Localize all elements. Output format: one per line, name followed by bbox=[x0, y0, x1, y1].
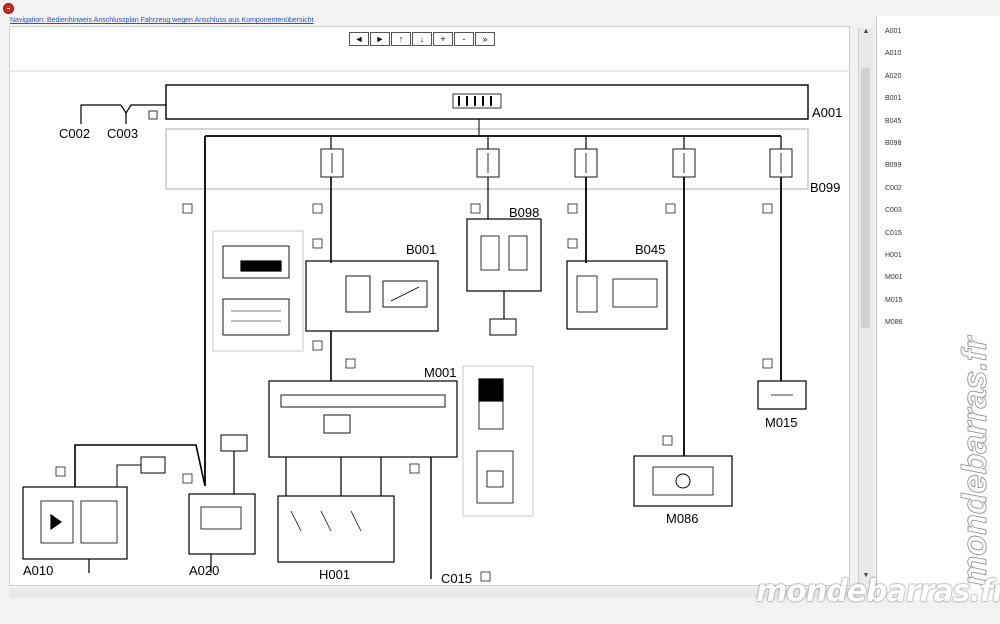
component-item-m086[interactable]: M086 bbox=[885, 319, 903, 327]
up-button[interactable]: ↑ bbox=[391, 32, 411, 46]
component-item-a020[interactable]: A020 bbox=[885, 72, 902, 80]
label-a001: A001 bbox=[812, 105, 842, 120]
label-b045: B045 bbox=[635, 242, 665, 257]
label-c015: C015 bbox=[441, 571, 472, 586]
scroll-up-icon[interactable]: ▲ bbox=[862, 28, 870, 35]
vertical-scrollbar[interactable]: ▲ ▼ bbox=[858, 28, 873, 584]
next-page-button[interactable]: » bbox=[475, 32, 495, 46]
component-item-b099[interactable]: B099 bbox=[885, 162, 902, 170]
component-item-b045[interactable]: B045 bbox=[885, 117, 902, 125]
navigation-link[interactable]: Navigation: Bedienhinweis Anschlussplan … bbox=[10, 17, 314, 24]
watermark-horizontal: mondebarras.fr bbox=[756, 574, 1000, 609]
label-m086: M086 bbox=[666, 511, 699, 526]
component-item-b098[interactable]: B098 bbox=[885, 139, 902, 147]
component-list-panel: A001 A010 A020 B001 B045 B098 B099 C002 … bbox=[876, 16, 1000, 606]
label-b099: B099 bbox=[810, 180, 840, 195]
component-item-a001[interactable]: A001 bbox=[885, 28, 902, 35]
back-button[interactable]: ◄ bbox=[349, 32, 369, 46]
component-item-m015[interactable]: M015 bbox=[885, 296, 903, 304]
label-a010: A010 bbox=[23, 563, 53, 578]
component-item-c003[interactable]: C003 bbox=[885, 207, 902, 215]
zoom-in-button[interactable]: + bbox=[433, 32, 453, 46]
scrollbar-thumb[interactable] bbox=[861, 68, 870, 328]
component-item-b001[interactable]: B001 bbox=[885, 95, 902, 103]
label-b098: B098 bbox=[509, 205, 539, 220]
component-item-h001[interactable]: H001 bbox=[885, 251, 902, 259]
component-item-c015[interactable]: C015 bbox=[885, 229, 902, 237]
label-m015: M015 bbox=[765, 415, 798, 430]
label-b001: B001 bbox=[406, 242, 436, 257]
down-button[interactable]: ↓ bbox=[412, 32, 432, 46]
label-m001: M001 bbox=[424, 365, 457, 380]
wiring-diagram-canvas: C002 C003 A001 B099 B001 B098 B045 M001 … bbox=[9, 26, 850, 586]
watermark-vertical: mondebarras.fr bbox=[956, 334, 995, 586]
wiring-diagram: C002 C003 A001 B099 B001 B098 B045 M001 … bbox=[10, 70, 849, 586]
component-item-c002[interactable]: C002 bbox=[885, 184, 902, 192]
forward-button[interactable]: ► bbox=[370, 32, 390, 46]
horizontal-scrollbar[interactable] bbox=[9, 588, 858, 598]
component-list: A001 A010 A020 B001 B045 B098 B099 C002 … bbox=[877, 16, 1000, 340]
label-h001: H001 bbox=[319, 567, 350, 582]
zoom-out-button[interactable]: - bbox=[454, 32, 474, 46]
label-c002: C002 bbox=[59, 126, 90, 141]
close-icon[interactable] bbox=[3, 3, 14, 14]
status-bar bbox=[0, 600, 1000, 624]
diagram-toolbar: ◄ ► ↑ ↓ + - » bbox=[349, 32, 495, 46]
svg-text:mondebarras.fr: mondebarras.fr bbox=[956, 335, 994, 586]
label-a020: A020 bbox=[189, 563, 219, 578]
component-item-m001[interactable]: M001 bbox=[885, 274, 903, 282]
component-item-a010[interactable]: A010 bbox=[885, 50, 902, 58]
scroll-down-icon[interactable]: ▼ bbox=[862, 572, 870, 579]
label-c003: C003 bbox=[107, 126, 138, 141]
